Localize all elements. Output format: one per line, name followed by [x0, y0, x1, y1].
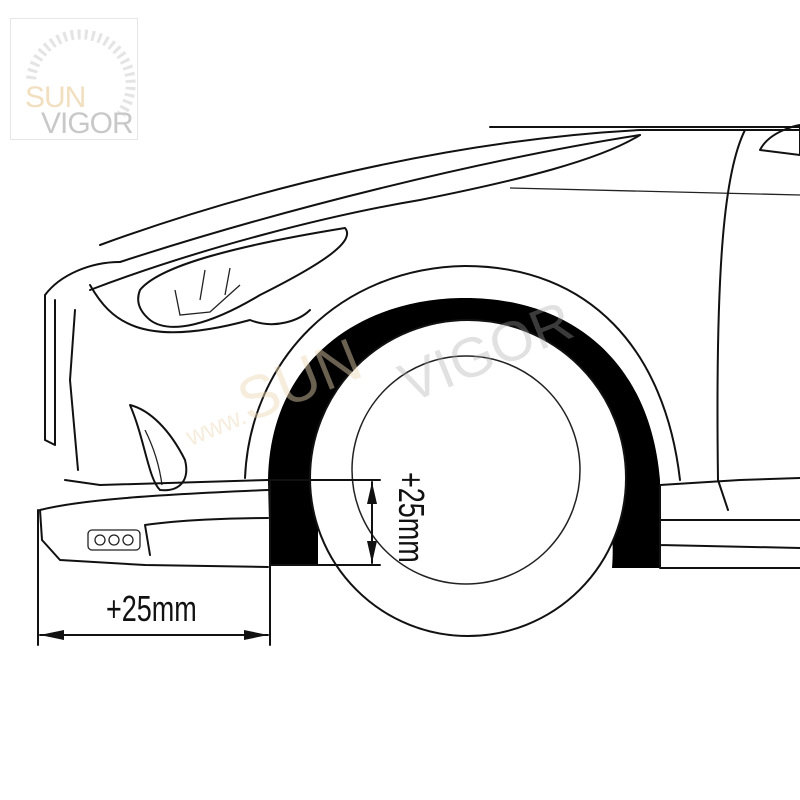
- horizontal-dimension-label: +25mm: [106, 588, 197, 629]
- sunvigor-logo: SUN VIGOR: [10, 18, 138, 140]
- logo-ring-icon: [26, 29, 136, 117]
- vertical-dimension: [269, 479, 381, 566]
- vertical-dimension-label: +25mm: [391, 472, 432, 563]
- wheel-rim: [351, 355, 581, 585]
- logo-text-sun: SUN: [25, 81, 86, 114]
- tire: [309, 319, 627, 637]
- horizontal-dimension: [37, 479, 271, 646]
- logo-text-vigor: VIGOR: [41, 107, 134, 140]
